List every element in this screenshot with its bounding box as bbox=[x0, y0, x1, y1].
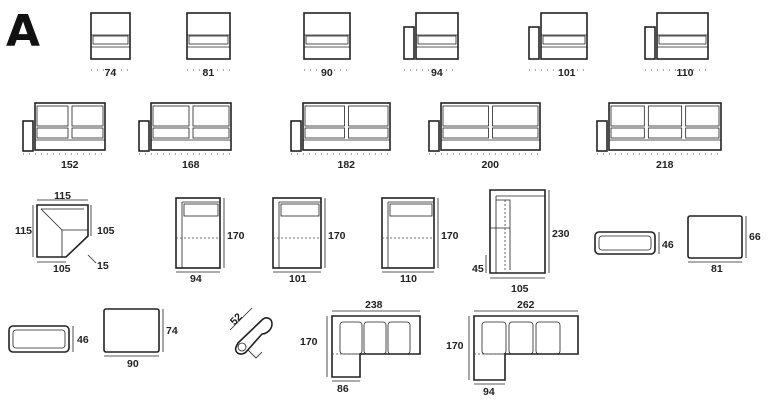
dim-d218: 218 bbox=[656, 159, 674, 171]
corner-small-dim: 15 bbox=[97, 260, 109, 272]
pouf-a-side: 46 bbox=[594, 231, 674, 255]
row-double-modules: 152 168 182 200 218 bbox=[22, 102, 722, 171]
pouf-a-height-dim: 46 bbox=[662, 239, 674, 251]
chaise110-depth-dim: 170 bbox=[441, 230, 459, 242]
corner-module: 115 115 105 105 15 bbox=[15, 190, 115, 275]
pouf-b-depth-dim: 74 bbox=[166, 325, 178, 337]
pouf-b-side: 46 bbox=[8, 325, 89, 353]
dim-s74: 74 bbox=[105, 67, 117, 79]
module-d152: 152 bbox=[22, 102, 106, 171]
dim-s110: 110 bbox=[677, 67, 694, 79]
module-s94: 94 bbox=[403, 12, 459, 79]
dim-d200: 200 bbox=[482, 159, 500, 171]
chaise230-width-dim: 105 bbox=[511, 283, 529, 295]
module-s101: 101 bbox=[528, 12, 588, 79]
dim-d152: 152 bbox=[61, 159, 79, 171]
corner-right-dim: 105 bbox=[97, 225, 115, 237]
corner-top-dim: 115 bbox=[54, 190, 71, 202]
headrest-accessory: 52 bbox=[228, 307, 273, 359]
pouf-a-width-dim: 81 bbox=[711, 263, 723, 275]
sofa262-width-dim: 262 bbox=[517, 299, 535, 311]
chaise230-depth-dim: 230 bbox=[552, 228, 570, 240]
sheet-letter: A bbox=[6, 6, 40, 57]
pouf-b-height-dim: 46 bbox=[77, 334, 89, 346]
corner-left-dim: 115 bbox=[15, 225, 32, 237]
sofa238-chaise-dim: 86 bbox=[337, 383, 349, 395]
chaise94-module: 170 94 bbox=[175, 197, 245, 285]
sofa262-chaise-dim: 94 bbox=[483, 386, 495, 398]
pouf-b-width-dim: 90 bbox=[127, 358, 139, 370]
module-s74: 74 bbox=[90, 12, 131, 79]
chaise230-small-dim: 45 bbox=[472, 263, 484, 275]
chaise-230-module: 230 105 45 bbox=[472, 189, 570, 295]
chaise101-width-dim: 101 bbox=[289, 273, 307, 285]
pouf-a-top: 66 81 bbox=[687, 215, 761, 275]
row-single-modules: 74 81 90 94 101 110 bbox=[90, 12, 709, 79]
dim-s81: 81 bbox=[203, 67, 215, 79]
sofa262-depth-dim: 170 bbox=[446, 340, 464, 352]
module-d168: 168 bbox=[138, 102, 232, 171]
sofa-262-layout: 262 170 94 bbox=[446, 299, 579, 398]
module-s90: 90 bbox=[303, 12, 351, 79]
sofa238-width-dim: 238 bbox=[365, 299, 383, 311]
pouf-b-top: 74 90 bbox=[103, 308, 178, 370]
chaise110-width-dim: 110 bbox=[400, 273, 417, 285]
corner-bottom-dim: 105 bbox=[53, 263, 71, 275]
chaise101-module: 170 101 bbox=[272, 197, 346, 285]
module-s110: 110 bbox=[644, 12, 709, 79]
module-s81: 81 bbox=[186, 12, 231, 79]
chaise101-depth-dim: 170 bbox=[328, 230, 346, 242]
dim-d168: 168 bbox=[182, 159, 200, 171]
headrest-dim: 52 bbox=[228, 311, 245, 328]
module-d200: 200 bbox=[428, 102, 541, 171]
dim-s90: 90 bbox=[321, 67, 333, 79]
dim-s94: 94 bbox=[431, 67, 443, 79]
dim-s101: 101 bbox=[558, 67, 576, 79]
pouf-a-depth-dim: 66 bbox=[749, 231, 761, 243]
sofa238-depth-dim: 170 bbox=[300, 336, 318, 348]
chaise94-width-dim: 94 bbox=[190, 273, 202, 285]
sofa-238-layout: 238 170 86 bbox=[300, 299, 421, 395]
chaise-modules: 170 94 170 101 170 110 bbox=[175, 197, 459, 285]
module-d218: 218 bbox=[596, 102, 722, 171]
chaise110-module: 170 110 bbox=[381, 197, 459, 285]
chaise94-depth-dim: 170 bbox=[227, 230, 245, 242]
dim-d182: 182 bbox=[338, 159, 356, 171]
module-d182: 182 bbox=[290, 102, 391, 171]
